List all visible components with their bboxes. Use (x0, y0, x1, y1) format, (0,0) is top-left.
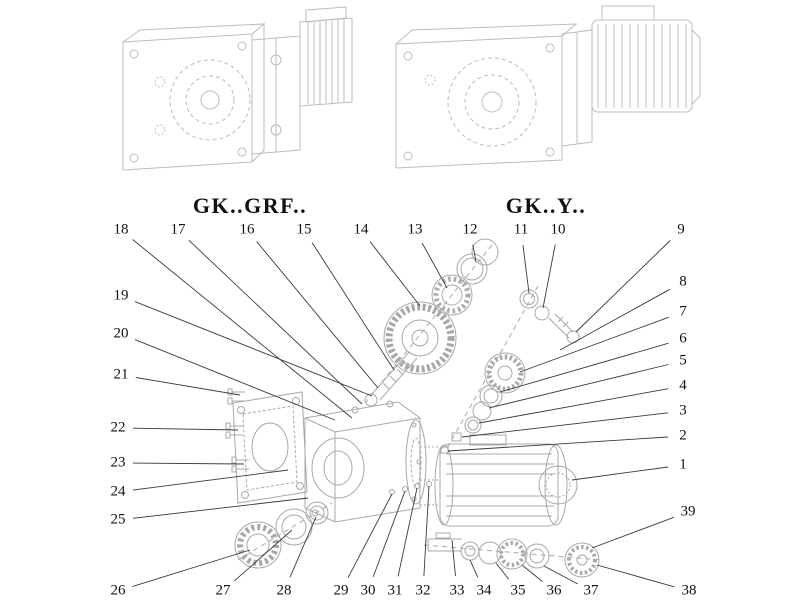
leader-line-10 (542, 244, 556, 309)
input-gear-assembly (364, 238, 499, 407)
part-number-25: 25 (110, 511, 126, 528)
part-number-3: 3 (679, 402, 687, 419)
part-number-6: 6 (679, 330, 687, 347)
part-number-11: 11 (513, 221, 529, 238)
leader-line-4 (478, 388, 669, 424)
leader-line-18 (132, 239, 353, 419)
part-number-1: 1 (679, 456, 687, 473)
part-number-2: 2 (679, 427, 687, 444)
leader-line-32 (423, 485, 430, 577)
fastener-screws (225, 388, 249, 473)
part-number-16: 16 (239, 221, 255, 238)
part-number-21: 21 (113, 366, 129, 383)
leader-line-34 (469, 559, 479, 578)
leader-line-19 (134, 301, 373, 397)
part-number-22: 22 (110, 419, 126, 436)
part-number-35: 35 (510, 582, 526, 599)
leader-line-30 (372, 490, 406, 578)
gear-housing (304, 400, 427, 523)
leader-line-29 (347, 493, 393, 578)
part-number-17: 17 (170, 221, 186, 238)
part-number-7: 7 (679, 303, 687, 320)
leader-line-26 (132, 549, 251, 588)
part-number-13: 13 (407, 221, 423, 238)
drawing-gk-grf (122, 6, 353, 171)
leader-line-15 (311, 242, 395, 371)
leader-line-21 (135, 377, 241, 396)
flange-plate (232, 391, 308, 504)
part-number-34: 34 (476, 582, 492, 599)
leader-line-9 (575, 240, 671, 333)
leader-line-13 (421, 242, 448, 289)
leader-line-14 (369, 241, 421, 307)
part-number-31: 31 (387, 582, 403, 599)
drawing-gk-y (395, 5, 701, 169)
output-bearing-set (234, 501, 333, 569)
leader-line-16 (256, 241, 379, 389)
leader-line-28 (289, 516, 317, 578)
electric-motor (420, 434, 578, 527)
leader-line-12 (472, 244, 477, 263)
part-number-29: 29 (333, 582, 349, 599)
leader-line-24 (132, 469, 289, 491)
part-number-15: 15 (296, 221, 312, 238)
leader-line-37 (543, 565, 579, 585)
part-number-23: 23 (110, 454, 126, 471)
part-number-28: 28 (276, 582, 292, 599)
leader-line-38 (596, 564, 675, 588)
part-number-30: 30 (360, 582, 376, 599)
leader-lines (132, 239, 675, 588)
part-number-39: 39 (680, 503, 696, 520)
leader-line-31 (397, 487, 418, 577)
leader-line-23 (132, 462, 245, 465)
part-number-12: 12 (462, 221, 478, 238)
leader-line-1 (571, 466, 669, 481)
leader-line-36 (521, 564, 543, 582)
part-number-5: 5 (679, 352, 687, 369)
leader-line-22 (132, 427, 239, 431)
leader-line-33 (451, 539, 456, 577)
part-number-19: 19 (113, 287, 129, 304)
part-number-14: 14 (353, 221, 369, 238)
part-number-27: 27 (215, 582, 231, 599)
part-number-36: 36 (546, 582, 562, 599)
leader-line-35 (495, 562, 510, 580)
variant-label-gk-grf: GK..GRF.. (192, 193, 308, 218)
part-number-10: 10 (550, 221, 566, 238)
leader-line-25 (132, 497, 309, 519)
leader-line-3 (461, 412, 669, 438)
part-number-9: 9 (677, 221, 685, 238)
part-number-20: 20 (113, 325, 129, 342)
leader-line-2 (447, 436, 669, 452)
bevel-pinion-assembly (440, 285, 580, 454)
leader-line-8 (559, 288, 671, 351)
part-number-37: 37 (583, 582, 599, 599)
leader-line-27 (233, 529, 293, 582)
leader-line-5 (488, 364, 669, 409)
leader-line-39 (591, 516, 675, 549)
part-number-24: 24 (110, 483, 126, 500)
part-number-4: 4 (679, 377, 687, 394)
leader-line-6 (499, 342, 669, 393)
variant-label-gk-y: GK..Y.. (505, 193, 587, 218)
leader-line-11 (522, 244, 530, 294)
leader-line-17 (188, 239, 363, 405)
part-number-33: 33 (449, 582, 465, 599)
output-shaft-assembly (423, 532, 603, 578)
part-number-8: 8 (679, 273, 687, 290)
part-number-18: 18 (113, 221, 129, 238)
part-number-26: 26 (110, 582, 126, 599)
leader-line-7 (519, 316, 670, 373)
part-number-38: 38 (681, 582, 697, 599)
exploded-view (225, 238, 603, 578)
part-number-32: 32 (415, 582, 431, 599)
leader-line-20 (134, 339, 336, 421)
motor-flange-bolts (389, 481, 432, 495)
